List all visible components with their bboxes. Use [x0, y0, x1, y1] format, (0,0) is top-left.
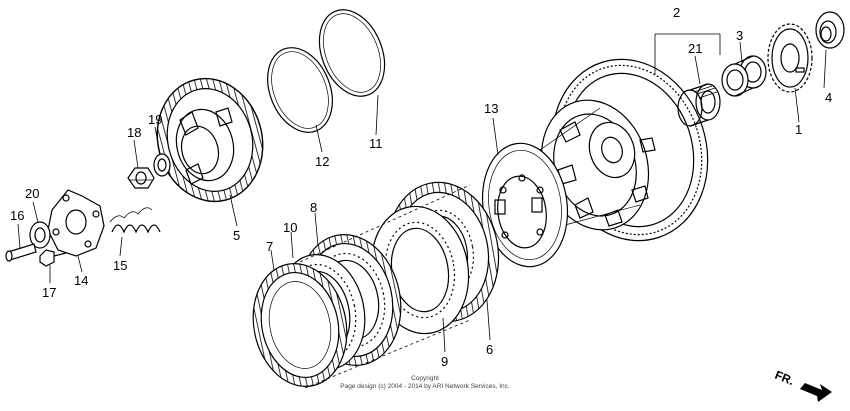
- clutch-spring-15: [109, 207, 161, 234]
- stack-guide-top: [299, 184, 471, 263]
- callout-17: 17: [42, 285, 56, 300]
- callout-11: 11: [369, 136, 383, 151]
- leader-lines: [17, 33, 827, 353]
- callout-10: 10: [283, 220, 297, 235]
- friction-disc-7: [252, 263, 348, 387]
- callout-20: 20: [25, 186, 39, 201]
- clutch-center: [156, 77, 264, 203]
- front-direction-indicator: FR.: [773, 368, 832, 402]
- callout-13: 13: [484, 101, 498, 116]
- callout-6: 6: [486, 342, 493, 357]
- washer-19: [153, 153, 171, 177]
- needle-bearing: [677, 83, 721, 127]
- lock-nut-18: [127, 167, 155, 189]
- o-ring-11: [318, 9, 386, 97]
- copyright-line-1: Copyright: [411, 375, 439, 382]
- arrow-right-icon: [800, 383, 832, 402]
- callout-12: 12: [315, 154, 329, 169]
- callout-1: 1: [795, 122, 802, 137]
- callout-7: 7: [266, 239, 273, 254]
- copyright-notice: Copyright Page design (c) 2004 - 2014 by…: [340, 375, 510, 390]
- bolt-17: [39, 249, 67, 267]
- callout-8: 8: [310, 200, 317, 215]
- o-ring-12: [267, 47, 333, 133]
- bearing-20: [29, 221, 51, 249]
- lifter-rod-16: [5, 243, 37, 262]
- oil-seal: [815, 11, 845, 49]
- callout-4: 4: [825, 90, 832, 105]
- callout-5: 5: [233, 228, 240, 243]
- callout-16: 16: [10, 208, 24, 223]
- callout-21: 21: [688, 41, 702, 56]
- collar: [721, 55, 767, 97]
- lifter-plate-14: [47, 189, 105, 257]
- copyright-line-2: Page design (c) 2004 - 2014 by ARI Netwo…: [340, 383, 510, 390]
- callout-18: 18: [127, 125, 141, 140]
- callout-15: 15: [113, 258, 127, 273]
- callout-2: 2: [673, 5, 680, 20]
- pressure-plate: [481, 142, 569, 268]
- callout-labels: 1 2 3 4 5 6 7 8 9 10 11 12 13 14 15 16 1…: [10, 5, 832, 369]
- direction-label: FR.: [773, 368, 796, 388]
- callout-3: 3: [736, 28, 743, 43]
- callout-14: 14: [74, 273, 88, 288]
- drive-sprocket: [767, 23, 813, 93]
- callout-19: 19: [148, 112, 162, 127]
- callout-9: 9: [441, 354, 448, 369]
